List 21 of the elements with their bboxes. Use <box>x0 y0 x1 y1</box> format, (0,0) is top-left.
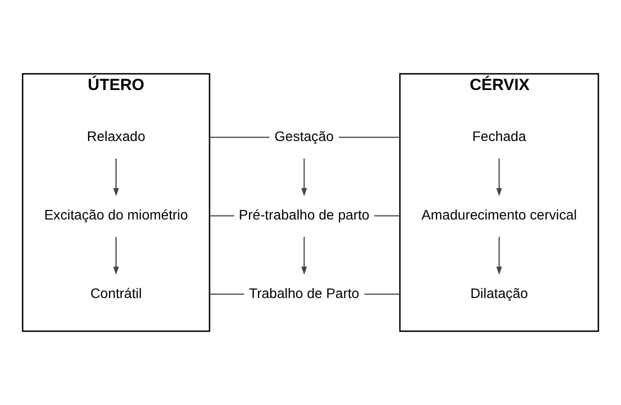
connector <box>374 215 400 216</box>
connector <box>210 136 270 138</box>
arrow <box>113 158 119 196</box>
arrow <box>496 236 502 275</box>
connector <box>210 215 234 216</box>
node-text: Amadurecimento cervical <box>422 206 577 222</box>
node-text: Relaxado <box>86 128 146 144</box>
node-text: Excitação do miométrio <box>44 206 188 222</box>
node-text: Pré-trabalho de parto <box>238 206 370 222</box>
arrow <box>496 158 502 196</box>
arrow <box>301 236 307 275</box>
arrow <box>113 236 119 275</box>
node-text: Gestação <box>274 128 334 144</box>
connector <box>364 294 400 295</box>
node-text: Trabalho de Parto <box>249 284 360 301</box>
connector <box>338 136 400 138</box>
node-text: Contrátil <box>90 284 142 301</box>
arrow <box>301 158 307 196</box>
node-text: Dilatação <box>470 284 528 301</box>
node-text: Fechada <box>472 128 526 144</box>
connector <box>210 294 244 295</box>
